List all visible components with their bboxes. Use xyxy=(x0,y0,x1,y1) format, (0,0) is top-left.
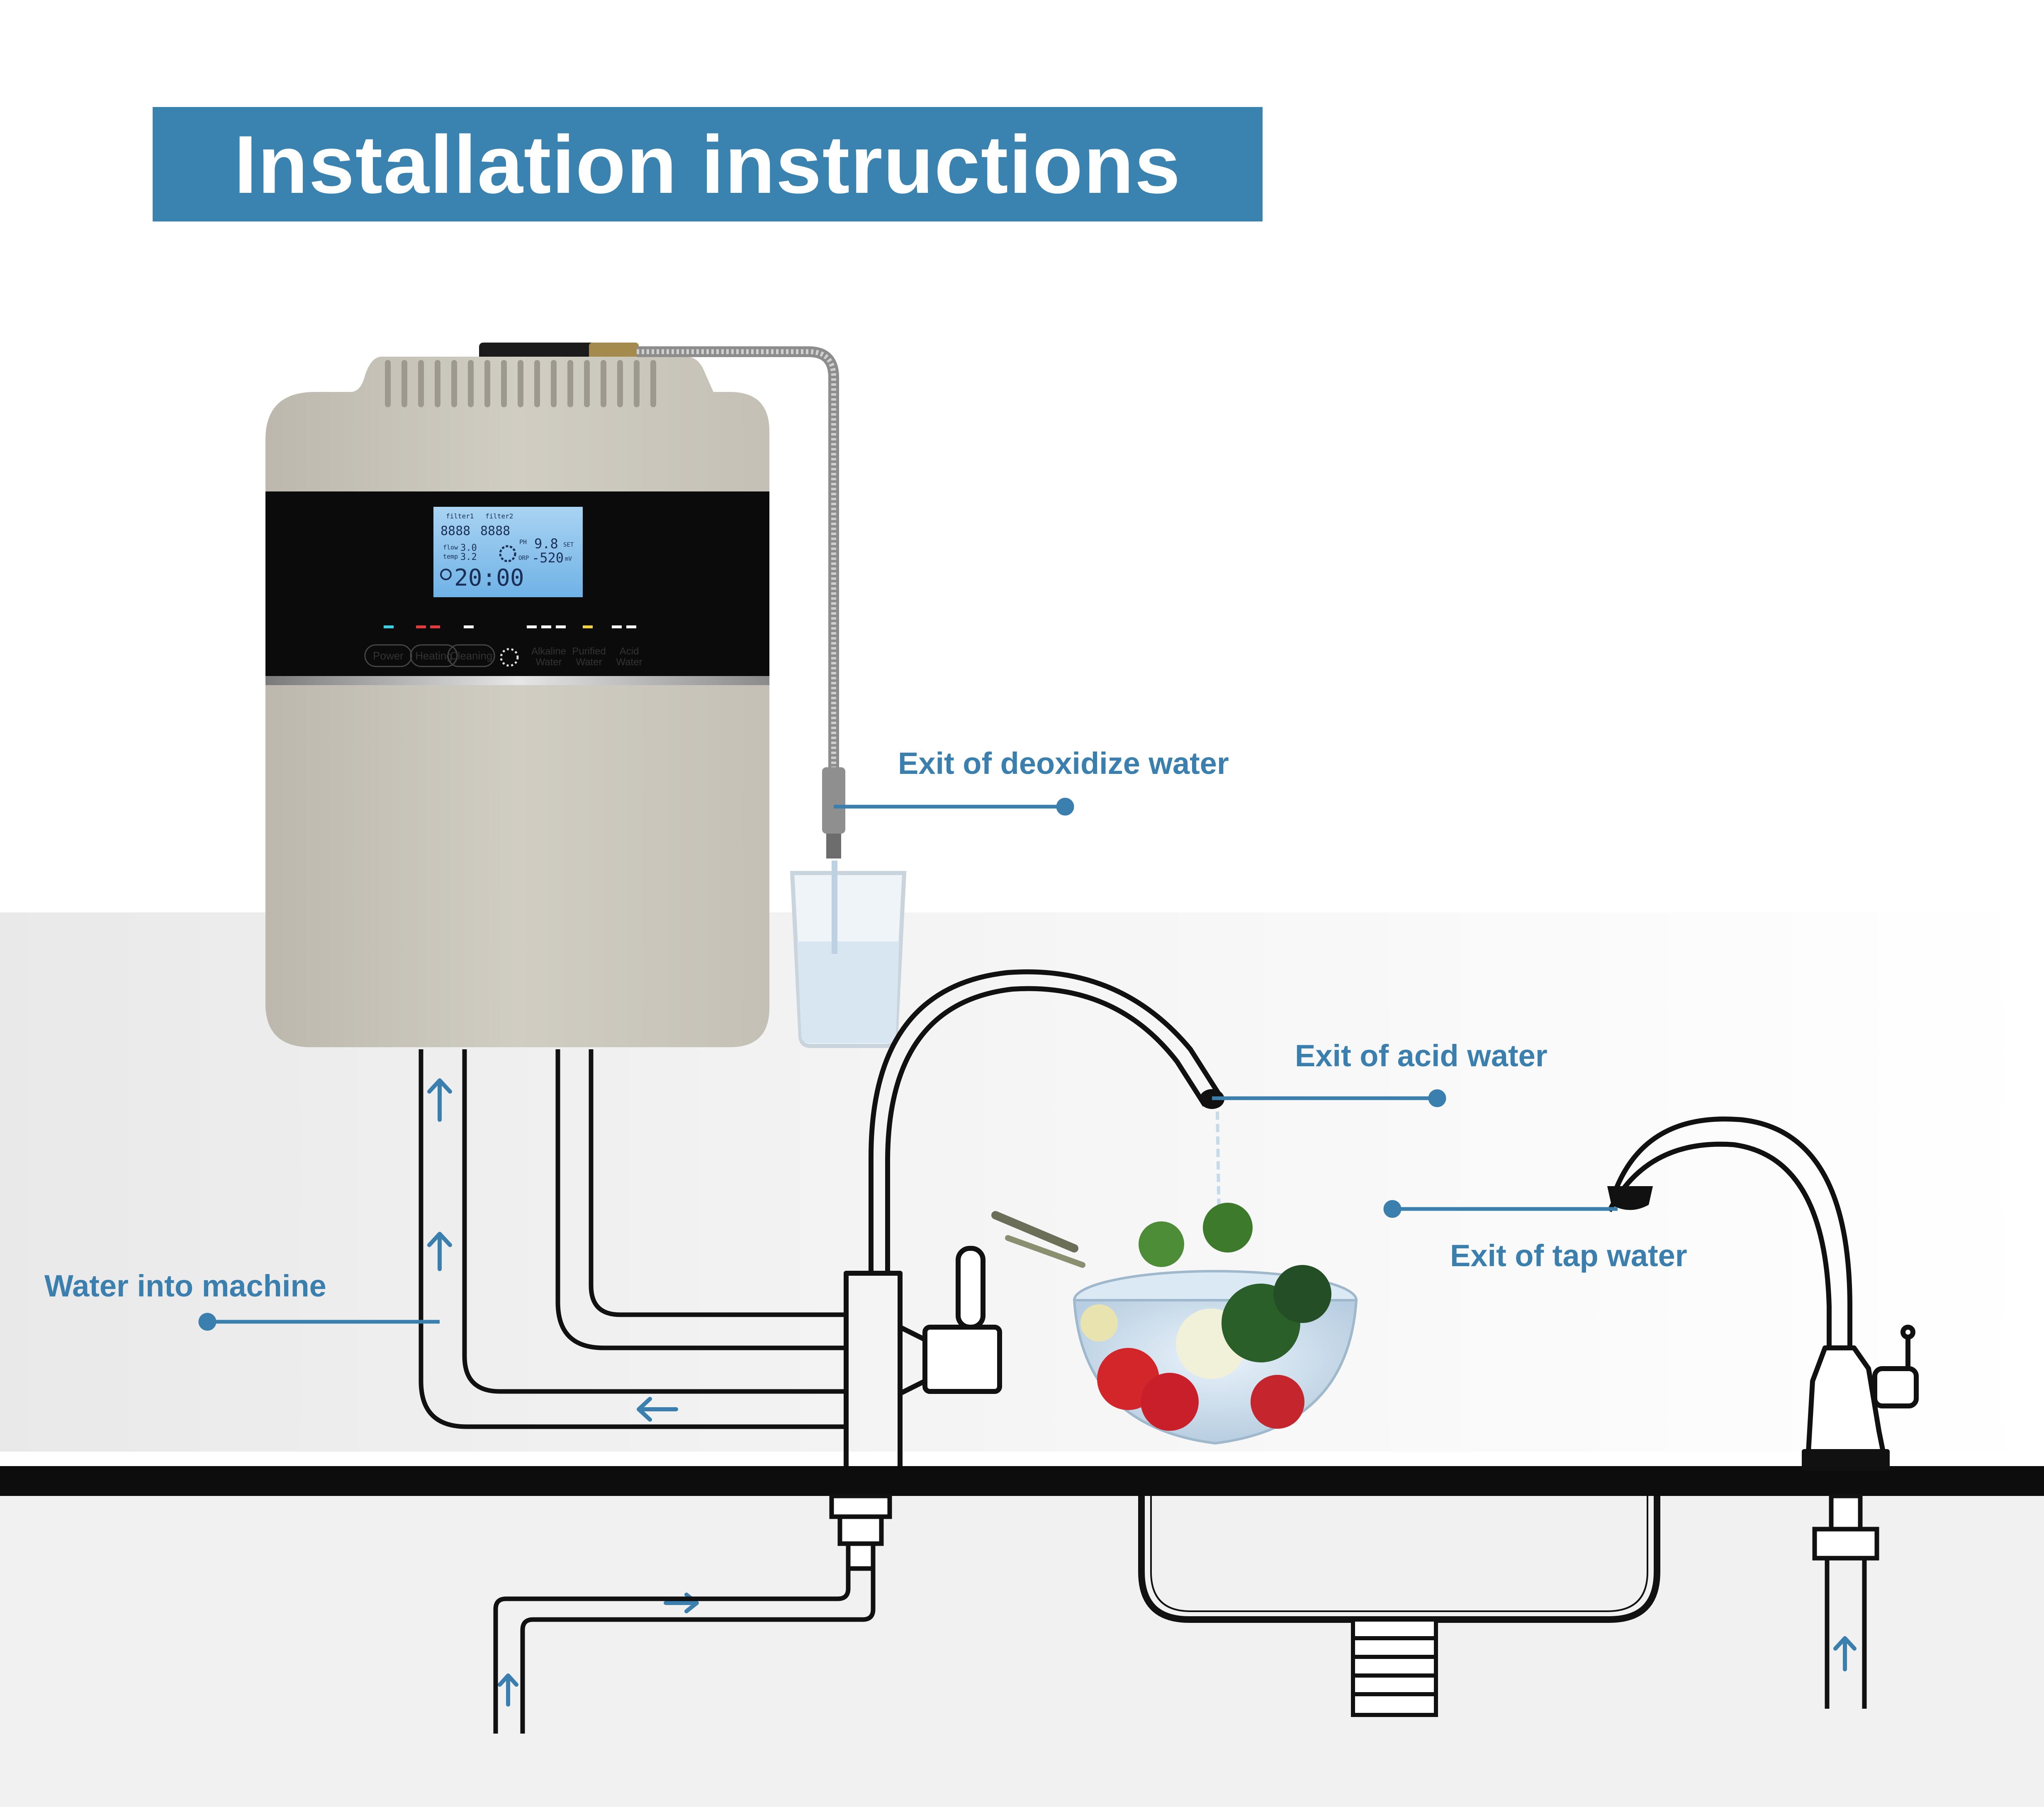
page-title: Installation instructions xyxy=(234,118,1181,210)
lcd-temp-label: temp xyxy=(443,553,458,560)
lcd-time-value: 20:00 xyxy=(454,564,524,591)
tap-supply-pipe xyxy=(1812,1493,1879,1709)
water-glass xyxy=(790,861,907,1048)
countertop xyxy=(0,1466,2044,1496)
leader-dot-deoxidize xyxy=(1056,798,1074,816)
lcd-temp-value: 3.2 xyxy=(460,552,477,562)
lcd-ph-label: PH xyxy=(519,538,527,546)
vent-grille xyxy=(385,360,656,407)
lcd-flow-value: 3.0 xyxy=(460,543,477,553)
loading-icon xyxy=(500,648,519,667)
deoxidize-hose xyxy=(637,346,845,859)
lcd-ph-value: 9.8 xyxy=(534,536,558,552)
supply-pipe xyxy=(493,1543,876,1734)
lcd-orp-value: -520 xyxy=(532,550,564,566)
chrome-strip xyxy=(265,676,769,685)
leader-dot-water-in xyxy=(198,1313,217,1331)
leader-dot-acid xyxy=(1428,1089,1446,1107)
ionizer-faucet xyxy=(844,969,1222,1466)
tap-faucet xyxy=(1607,1116,1919,1471)
label-leaders xyxy=(198,798,1618,1331)
lcd-set-label: SET xyxy=(563,542,574,548)
mode-purified-line1: Purified xyxy=(572,646,606,657)
indicator-leds xyxy=(384,625,636,628)
lcd-screen xyxy=(433,507,583,597)
cleaning-label: Cleaning xyxy=(450,649,493,662)
machine-shell xyxy=(265,357,769,1047)
leader-dot-tap xyxy=(1383,1200,1402,1218)
heating-label: Heating xyxy=(415,649,453,662)
lower-shade xyxy=(0,1476,2044,1807)
inlet-pipe xyxy=(419,1049,846,1429)
panel-buttons: Power Heating Cleaning Alkaline Water Pu… xyxy=(364,644,642,668)
tap-spout-tip xyxy=(1607,1186,1653,1210)
lcd-counter1: 8888 xyxy=(440,524,470,538)
lcd-counter2: 8888 xyxy=(480,524,510,538)
label-tap-water: Exit of tap water xyxy=(1450,1238,1687,1273)
faucet-connector xyxy=(829,1493,892,1571)
fruit-bowl xyxy=(991,1203,1358,1445)
power-button[interactable] xyxy=(364,644,412,667)
mode-acid-line1: Acid xyxy=(620,646,639,657)
acid-water-stream xyxy=(1216,1111,1221,1245)
title-banner: Installation instructions xyxy=(153,107,1263,221)
lcd-orp-unit: mV xyxy=(565,556,572,562)
mode-alkaline-line1: Alkaline xyxy=(531,646,566,657)
power-label: Power xyxy=(373,649,404,662)
mode-acid-line2: Water xyxy=(616,657,642,668)
lcd-clock-icon xyxy=(440,569,452,580)
mode-purified-line2: Water xyxy=(576,657,602,668)
heating-button[interactable] xyxy=(410,644,458,667)
lcd-flow-label: flow xyxy=(443,544,458,551)
label-deoxidize-water: Exit of deoxidize water xyxy=(898,746,1229,781)
sink-drain xyxy=(1351,1617,1438,1717)
label-water-into-machine: Water into machine xyxy=(44,1269,326,1303)
label-acid-water: Exit of acid water xyxy=(1295,1038,1548,1073)
lcd-orp-label: ORP xyxy=(518,555,529,562)
lcd-filter1: filter1 xyxy=(446,512,474,520)
lcd-filter2: filter2 xyxy=(485,512,513,520)
mode-alkaline-line2: Water xyxy=(535,657,562,668)
cleaning-button[interactable] xyxy=(447,644,495,667)
outlet-pipe xyxy=(555,1049,846,1350)
water-ionizer-machine: filter1 filter2 8888 8888 flow 3.0 temp … xyxy=(265,343,769,1047)
lcd-sun-icon xyxy=(499,545,516,562)
